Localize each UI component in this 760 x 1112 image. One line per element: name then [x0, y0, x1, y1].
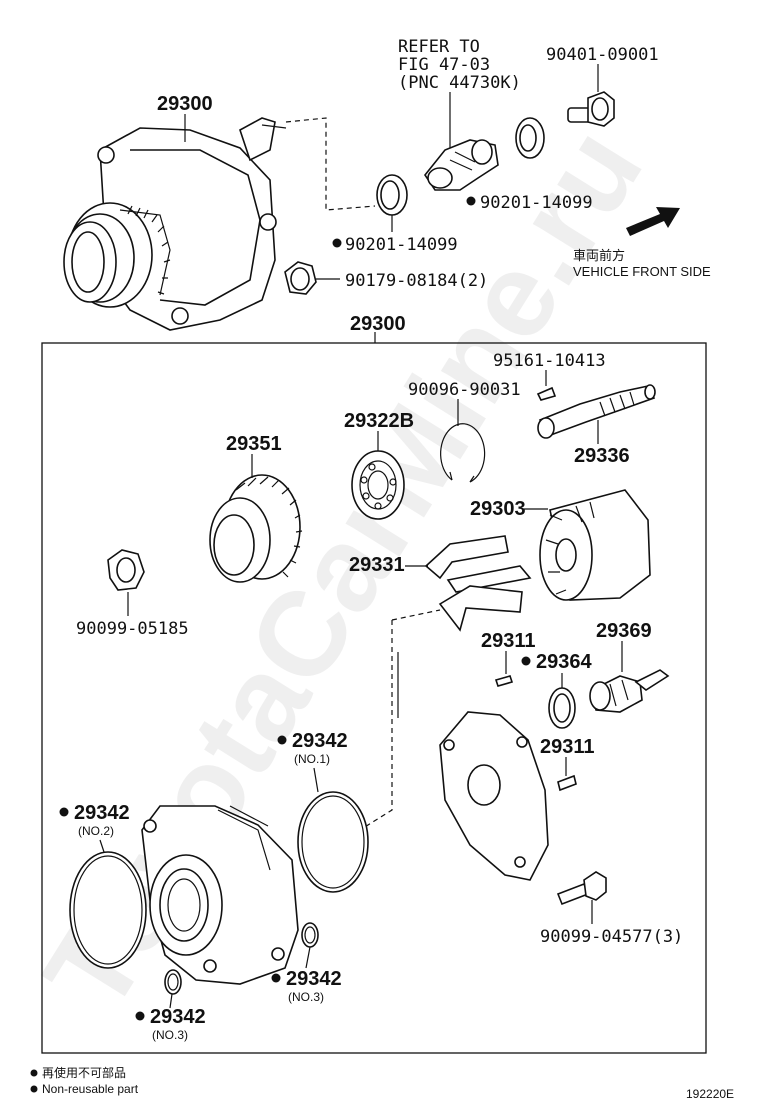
pump-housing[interactable] — [141, 805, 299, 985]
pump-shaft[interactable] — [537, 384, 656, 439]
label-gasket-left: 90201-14099 — [345, 235, 458, 255]
dash-connect-top — [285, 117, 376, 211]
gasket-right[interactable] — [515, 117, 545, 159]
label-oring-no1: 29342 — [292, 730, 348, 752]
refer-line3: (PNC 44730K) — [398, 73, 521, 93]
label-oring-no3b: 29342 — [150, 1006, 206, 1028]
gasket-left[interactable] — [376, 174, 408, 216]
leader-oring-no2 — [99, 839, 105, 853]
label-bearing: 29322B — [344, 410, 414, 432]
figure-code: 192220E — [686, 1087, 734, 1101]
legend-dot-en — [30, 1085, 38, 1093]
non-reusable-dot — [59, 807, 69, 817]
leader-oring-no3-left — [169, 993, 173, 1009]
vanes[interactable] — [424, 535, 532, 632]
note-oring-no3b: (NO.3) — [152, 1028, 188, 1042]
end-plate[interactable] — [439, 711, 549, 881]
label-nut-small: 90179-08184(2) — [345, 271, 488, 291]
leader-oring-no3-right — [305, 946, 311, 969]
note-oring-no1: (NO.1) — [294, 752, 330, 766]
label-pin-upper: 29311 — [481, 630, 536, 652]
vehicle-front-arrow-icon — [626, 207, 680, 236]
non-reusable-dot — [466, 196, 476, 206]
non-reusable-dot — [521, 656, 531, 666]
label-key: 95161-10413 — [493, 351, 606, 371]
label-pin-lower: 29311 — [540, 736, 595, 758]
label-assembly-top: 29300 — [157, 93, 213, 115]
check-valve[interactable] — [589, 669, 670, 713]
legend-dot-jp — [30, 1069, 38, 1077]
union-fitting[interactable] — [424, 139, 499, 191]
bolt-bottom[interactable] — [556, 871, 607, 906]
dash-vanes-right — [391, 609, 441, 621]
note-oring-no3a: (NO.3) — [288, 990, 324, 1004]
rotor[interactable] — [539, 489, 651, 601]
o-ring-no3-right[interactable] — [301, 922, 319, 948]
label-bolt-top: 90401-09001 — [546, 45, 659, 65]
vacuum-pump-assembly[interactable] — [63, 117, 287, 331]
leader-oring-no1 — [313, 767, 319, 793]
o-ring-no1[interactable] — [297, 791, 369, 893]
label-bolt-bottom: 90099-04577(3) — [540, 927, 683, 947]
snap-ring[interactable] — [440, 423, 486, 483]
label-valve: 29369 — [596, 620, 652, 642]
legend-en: Non-reusable part — [42, 1082, 139, 1096]
direction-jp: 車両前方 — [573, 248, 625, 263]
non-reusable-dot — [277, 735, 287, 745]
o-ring-no3-left[interactable] — [164, 969, 182, 995]
bearing[interactable] — [351, 450, 405, 520]
drive-gear[interactable] — [209, 474, 303, 583]
hex-nut[interactable] — [107, 549, 145, 591]
nut-small[interactable] — [284, 261, 317, 295]
union-bolt-top[interactable] — [567, 91, 615, 127]
non-reusable-dot — [332, 238, 342, 248]
label-oring-no3a: 29342 — [286, 968, 342, 990]
non-reusable-dot — [135, 1011, 145, 1021]
pin-upper[interactable] — [494, 675, 514, 687]
legend-jp: 再使用不可部品 — [42, 1065, 126, 1080]
non-reusable-dot — [271, 973, 281, 983]
label-vane: 29331 — [349, 554, 405, 576]
label-oring-small: 29364 — [536, 651, 592, 673]
label-gear: 29351 — [226, 433, 282, 455]
dash-vanes-down — [359, 620, 393, 831]
label-nut: 90099-05185 — [76, 619, 189, 639]
assembly-box — [41, 342, 707, 1054]
label-shaft: 29336 — [574, 445, 630, 467]
o-ring-no2[interactable] — [69, 851, 147, 969]
woodruff-key[interactable] — [536, 386, 557, 401]
refer-line2: FIG 47-03 — [398, 55, 490, 75]
label-rotor: 29303 — [470, 498, 526, 520]
direction-en: VEHICLE FRONT SIDE — [573, 264, 711, 279]
pin-lower[interactable] — [557, 774, 577, 792]
label-oring-no2: 29342 — [74, 802, 130, 824]
label-assembly-box: 29300 — [350, 313, 406, 335]
label-gasket-right: 90201-14099 — [480, 193, 593, 213]
refer-line1: REFER TO — [398, 37, 480, 57]
note-oring-no2: (NO.2) — [78, 824, 114, 838]
o-ring-small[interactable] — [548, 687, 576, 729]
label-snap-ring: 90096-90031 — [408, 380, 521, 400]
